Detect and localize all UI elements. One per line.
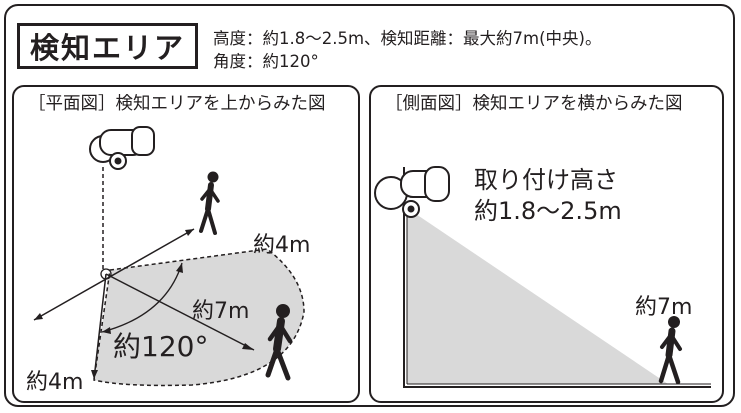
mount-height-value: 約1.8〜2.5m <box>474 197 622 225</box>
side-view-panel: ［側面図］検知エリアを横からみた図 取り付け高さ 約1.8〜2.5m 約7m <box>369 85 724 403</box>
label-7m-side: 約7m <box>635 295 693 320</box>
angle-arc <box>101 262 183 333</box>
motion-sensor-light-icon <box>89 126 155 170</box>
page-title: 検知エリア <box>17 23 198 69</box>
top-view-diagram <box>33 126 305 387</box>
label-4m-upper: 約4m <box>253 233 311 258</box>
top-view-title: ［平面図］検知エリアを上からみた図 <box>28 94 326 114</box>
side-view-title: ［側面図］検知エリアを横からみた図 <box>385 94 683 114</box>
side-detection-area <box>407 208 668 384</box>
walking-person-icon <box>199 171 220 235</box>
walking-person-icon <box>658 316 682 385</box>
top-view-panel: ［平面図］検知エリアを上からみた図 <box>12 85 360 403</box>
label-angle: 約120° <box>113 330 209 363</box>
spec-line-1: 高度：約1.8〜2.5m、検知距離：最大約7m(中央)。 <box>213 29 602 48</box>
label-7m: 約7m <box>192 299 250 324</box>
detection-area-shape <box>93 248 305 387</box>
range-4m-arrow <box>93 273 107 380</box>
walking-person-icon <box>265 304 293 381</box>
mount-height-label: 取り付け高さ <box>474 166 618 194</box>
motion-sensor-light-icon <box>374 166 450 218</box>
width-axis-arrow <box>33 228 195 321</box>
label-4m-lower: 約4m <box>26 370 84 395</box>
side-view-diagram <box>374 166 711 388</box>
range-7m-arrow <box>105 273 255 351</box>
detection-area-figure <box>4 4 735 407</box>
spec-line-2: 角度：約120° <box>213 52 319 71</box>
